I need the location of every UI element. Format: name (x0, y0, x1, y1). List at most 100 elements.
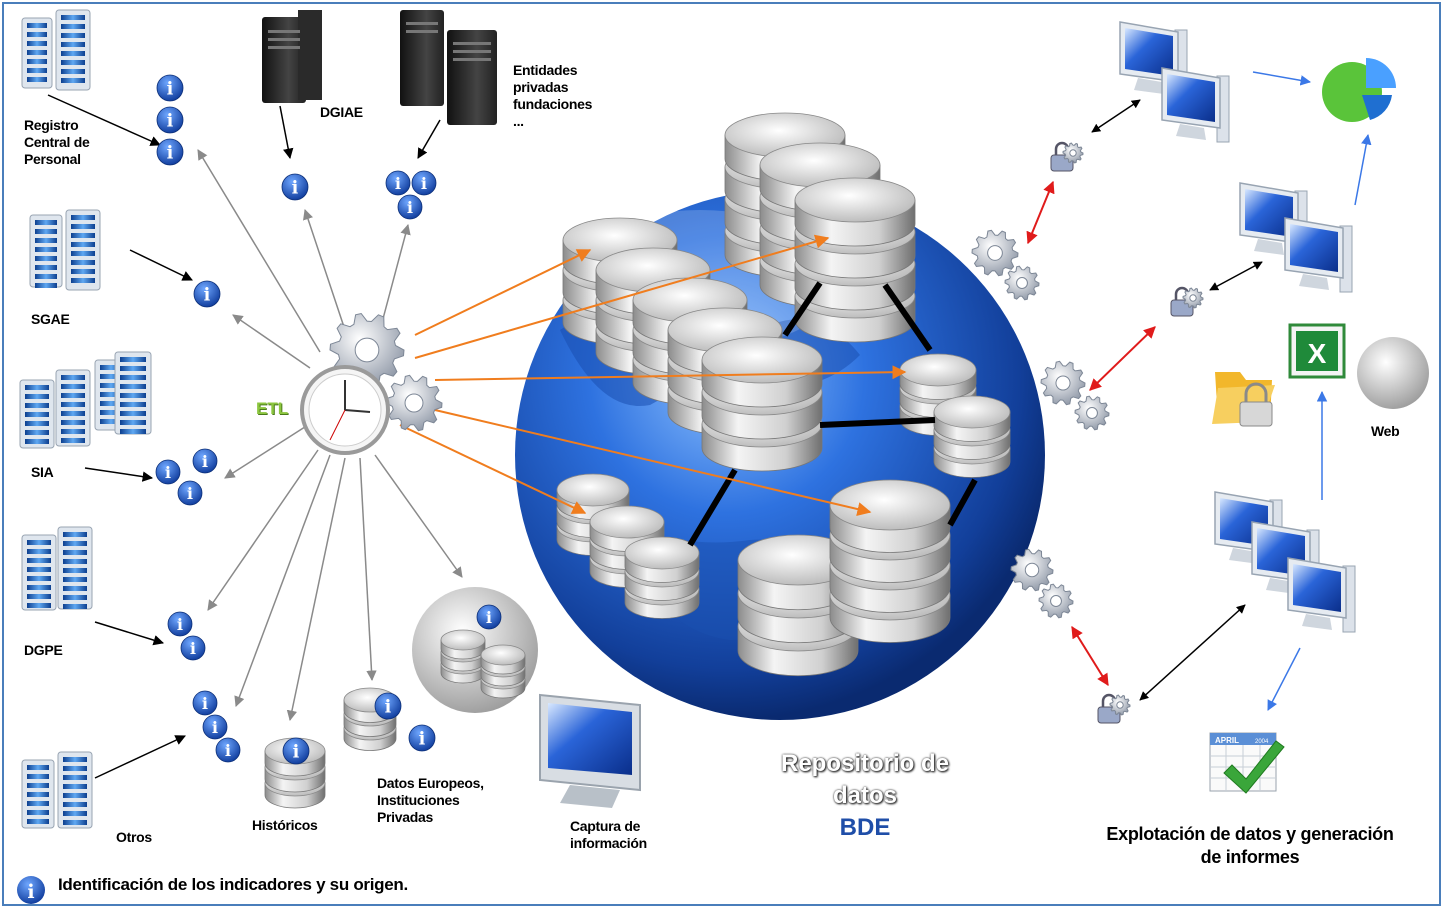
lock-gear-icon (1050, 141, 1084, 172)
svg-text:i: i (407, 198, 413, 217)
svg-text:i: i (395, 174, 401, 193)
output-arrows (1026, 71, 1372, 711)
server-rack-icon (29, 214, 63, 288)
database-stack-icon (343, 687, 397, 751)
source-servers (19, 9, 152, 829)
svg-text:i: i (202, 694, 208, 713)
svg-text:i: i (419, 730, 426, 750)
label-entidades: Entidades privadas fundaciones ... (513, 62, 593, 129)
server-rack-icon (57, 751, 93, 829)
svg-text:i: i (165, 463, 171, 482)
locked-folder-icon (1212, 372, 1275, 427)
info-icon: i (374, 692, 402, 720)
lock-gear-icon (1170, 286, 1204, 317)
process-gears-icons (971, 229, 1110, 619)
info-icon: i (156, 106, 184, 134)
repository-line2: datos (832, 782, 897, 809)
gear-icon (1074, 395, 1110, 431)
etl-label: ETL (256, 399, 289, 418)
label-datos-europeos: Datos Europeos, Instituciones Privadas (377, 775, 484, 825)
server-rack-icon (19, 379, 55, 449)
gear-icon (1010, 548, 1054, 592)
server-rack-icon (114, 351, 152, 435)
repository-line1: Repositorio de (780, 750, 949, 777)
svg-text:i: i (212, 718, 218, 737)
svg-text:i: i (293, 743, 300, 763)
label-registro: Registro Central de Personal (24, 117, 90, 167)
tower-server-icon (262, 10, 497, 125)
calendar-icon: APRIL 2004 (1209, 732, 1285, 794)
server-rack-icon (21, 759, 55, 829)
info-icon: i (408, 724, 436, 752)
svg-text:i: i (167, 144, 174, 164)
etl-load-arrows (399, 234, 907, 516)
etl-gears-icon (300, 312, 443, 455)
info-icon: i (167, 611, 193, 637)
info-icon: i (192, 690, 218, 716)
label-web: Web (1371, 423, 1400, 439)
info-icon: i (385, 170, 411, 196)
calendar-month: APRIL (1215, 736, 1239, 745)
database-stack-icon (829, 479, 951, 643)
svg-text:i: i (190, 639, 196, 658)
gear-icon (385, 374, 443, 432)
legend-info-icon: i (17, 876, 45, 904)
computer-icon (1287, 557, 1356, 633)
svg-text:i: i (385, 698, 392, 718)
svg-text:i: i (27, 881, 34, 903)
info-icon: i (202, 714, 228, 740)
label-otros: Otros (116, 829, 152, 845)
svg-text:X: X (1308, 338, 1327, 369)
excel-icon: X (1288, 323, 1346, 379)
web-globe-icon (1357, 337, 1429, 409)
info-icon: i (215, 737, 241, 763)
label-captura: Captura de información (570, 818, 647, 851)
computer-icon (1119, 21, 1188, 97)
label-historicos: Históricos (252, 817, 318, 833)
info-icon: i (156, 74, 184, 102)
repository-bde: BDE (839, 814, 891, 841)
svg-text:i: i (167, 112, 174, 132)
computer-icon (1161, 67, 1230, 143)
database-stack-icon (794, 177, 916, 343)
info-icon: i (281, 173, 309, 201)
legend-text: Identificación de los indicadores y su o… (58, 875, 408, 894)
source-arrows (47, 94, 441, 779)
server-rack-icon (65, 209, 101, 291)
info-icon: i (177, 480, 203, 506)
gear-icon (1004, 265, 1040, 301)
svg-text:i: i (225, 741, 231, 760)
info-icon: i (156, 138, 184, 166)
gear-icon (1062, 142, 1084, 164)
etl-extract-arrows (197, 149, 463, 722)
server-rack-icon (55, 369, 91, 447)
gear-icon (971, 229, 1019, 277)
repository-title: Repositorio de datos BDE (745, 748, 985, 844)
server-rack-icon (21, 534, 57, 611)
info-icon: i (155, 459, 181, 485)
label-sgae: SGAE (31, 311, 70, 327)
database-stack-icon (624, 536, 700, 619)
gear-icon (1038, 583, 1074, 619)
pie-chart-icon (1322, 58, 1396, 122)
svg-text:i: i (202, 452, 208, 471)
svg-text:i: i (167, 80, 174, 100)
info-icon: i (411, 170, 437, 196)
info-icon: i (193, 280, 221, 308)
label-sia: SIA (31, 464, 54, 480)
server-rack-icon (55, 9, 91, 91)
database-stack-icon (440, 629, 486, 684)
server-rack-icon (57, 526, 93, 610)
gear-icon (1182, 287, 1204, 309)
database-stack-icon (701, 336, 823, 472)
server-rack-icon (21, 17, 53, 89)
svg-text:i: i (177, 615, 183, 634)
svg-text:i: i (486, 608, 492, 627)
gear-icon (1109, 694, 1131, 716)
monitor-capture-icon (539, 693, 641, 808)
svg-text:i: i (204, 286, 211, 306)
database-stack-icon (933, 395, 1011, 478)
